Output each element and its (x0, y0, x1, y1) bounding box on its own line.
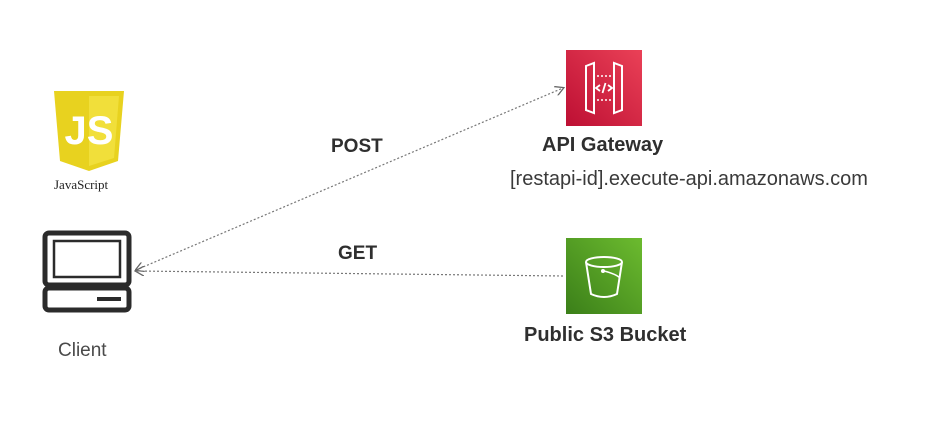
javascript-caption: JavaScript (54, 177, 109, 192)
s3-bucket-title: Public S3 Bucket (524, 324, 687, 346)
api-gateway-title: API Gateway (542, 134, 664, 156)
post-label: POST (331, 136, 383, 157)
client-label: Client (58, 340, 107, 361)
js-logo-text: JS (65, 109, 114, 153)
get-label: GET (338, 243, 378, 264)
api-gateway-icon (566, 50, 642, 126)
javascript-logo-icon: JS (52, 89, 126, 173)
client-monitor-icon (42, 230, 132, 314)
get-arrow (136, 271, 564, 277)
api-gateway-url: [restapi-id].execute-api.amazonaws.com (510, 168, 868, 190)
s3-bucket-icon (566, 238, 642, 314)
post-arrow (136, 88, 563, 270)
